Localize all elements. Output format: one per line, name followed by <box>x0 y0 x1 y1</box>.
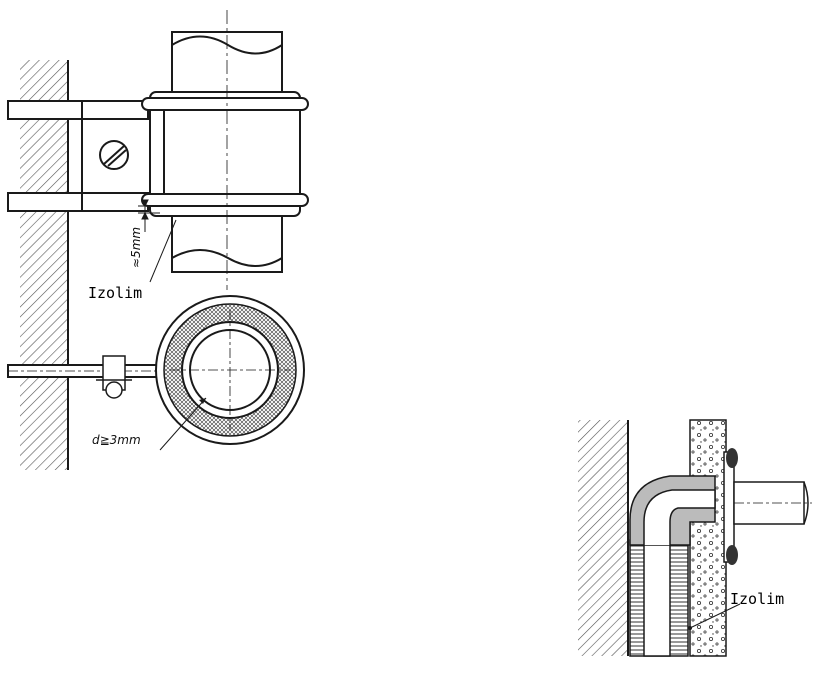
clamp-side-view <box>7 31 309 273</box>
clearance-dimension <box>138 199 177 283</box>
plaster-layer <box>689 419 727 657</box>
insulation-sleeve <box>149 91 301 217</box>
clearance-label: ≈5mm <box>129 227 143 268</box>
wall-hatching <box>20 60 68 470</box>
clamp-insulation-label: Izolim <box>88 284 142 302</box>
clamp-section-view <box>7 295 305 451</box>
wall-pass-insulation-label: Izolim <box>730 590 784 608</box>
pipe-clamp-figure: ≈5mm Izolim d≧3mm <box>7 10 309 470</box>
wall-pass-figure <box>578 419 812 657</box>
wall-hatching-right <box>578 420 628 656</box>
thickness-label: d≧3mm <box>92 433 141 447</box>
